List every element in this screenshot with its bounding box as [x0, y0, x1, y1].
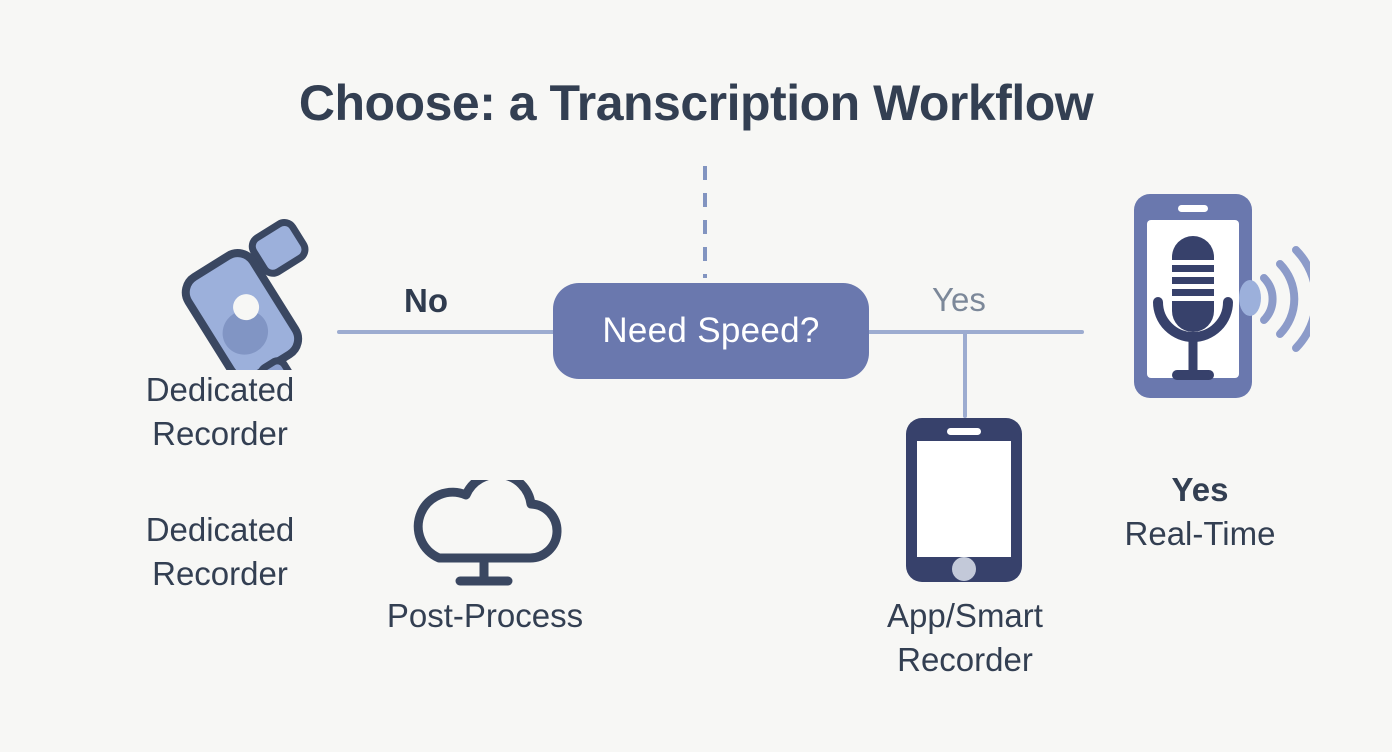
node-label-dedicated-recorder-top: Dedicated Recorder — [60, 368, 380, 456]
branch-label-yes: Yes — [932, 281, 986, 318]
node-label-app-smart-recorder: App/Smart Recorder — [800, 594, 1130, 682]
page-title: Choose: a Transcription Workflow — [298, 75, 1094, 131]
node-label-post-process: Post-Process — [330, 594, 640, 638]
decision-node-label: Need Speed? — [602, 311, 820, 350]
branch-label-no: No — [404, 282, 448, 319]
cloud-upload-icon — [398, 469, 570, 590]
label-line-2: Recorder — [152, 555, 288, 592]
decision-node[interactable]: Need Speed? — [553, 283, 869, 379]
connector-line-drop — [963, 332, 967, 418]
label-line-1: Dedicated — [145, 511, 295, 548]
label-line-1: Post-Process — [386, 597, 584, 634]
node-label-real-time: Yes Real-Time — [1070, 468, 1330, 556]
connector-line-right — [862, 330, 1084, 334]
connector-line-left — [337, 330, 563, 334]
label-line-2: Recorder — [897, 641, 1033, 678]
label-line-2: Real-Time — [1124, 515, 1276, 552]
phone-microphone-icon — [1130, 190, 1321, 402]
label-line-2: Recorder — [152, 415, 288, 452]
dashed-connector-top — [703, 166, 707, 278]
label-line-1: Dedicated — [145, 371, 295, 408]
label-line-1: Yes — [1171, 471, 1229, 508]
label-line-1: App/Smart — [887, 597, 1043, 634]
smartphone-icon — [903, 415, 1025, 585]
node-label-dedicated-recorder-bottom: Dedicated Recorder — [60, 508, 380, 596]
dedicated-recorder-icon — [150, 205, 350, 393]
